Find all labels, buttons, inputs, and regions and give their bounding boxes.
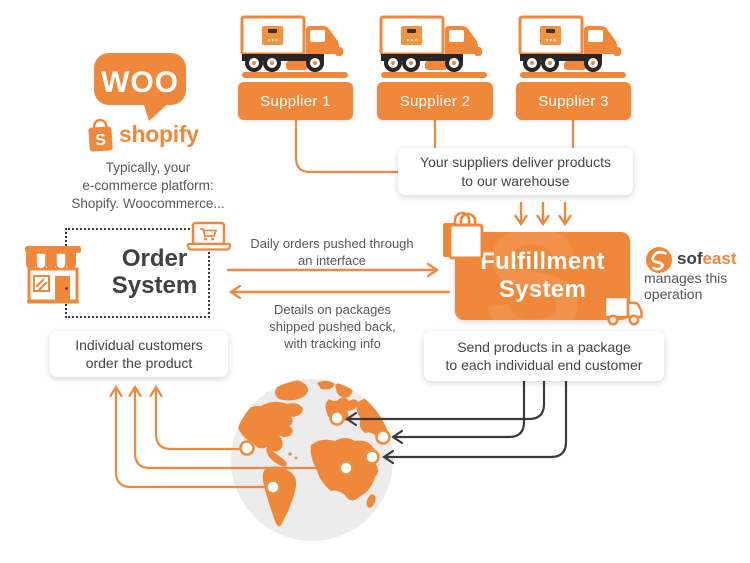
- suppliers-deliver-card: Your suppliers deliver products to our w…: [398, 148, 633, 195]
- laptop-cart-icon: [186, 221, 232, 251]
- fulfillment-system-line1: Fulfillment: [480, 247, 605, 275]
- shopify-wordmark: shopify: [119, 121, 199, 147]
- individual-customers-line2: order the product: [85, 355, 193, 371]
- supplier-3-box: Supplier 3: [516, 82, 631, 120]
- platform-note-line3: Shopify. Woocommerce...: [71, 195, 225, 211]
- shopify-bag-icon: S: [88, 118, 113, 152]
- order-system-line2: System: [111, 272, 198, 299]
- sofeast-caption-line2: operation: [644, 286, 703, 303]
- send-products-line1: Send products in a package: [457, 338, 631, 355]
- supplier-connector-lines: [294, 120, 575, 174]
- sofeast-word-orange: east: [702, 249, 737, 268]
- sofeast-caption: manages this operation: [644, 270, 748, 302]
- details-back-line3: with tracking info: [284, 336, 381, 352]
- globe-destination-nodes: [239, 410, 391, 495]
- supplier-1-label: Supplier 1: [260, 92, 331, 110]
- details-back-note: Details on packages shipped pushed back,…: [230, 301, 435, 352]
- daily-orders-line1: Daily orders pushed through: [250, 236, 414, 251]
- daily-orders-note: Daily orders pushed through an interface: [232, 235, 432, 269]
- supplier-2-label: Supplier 2: [399, 92, 471, 110]
- supplier-1-box: Supplier 1: [238, 82, 353, 120]
- order-system-box: Order System: [65, 228, 210, 318]
- details-back-line2: shipped pushed back,: [269, 319, 396, 335]
- sofeast-word-dark: sof: [677, 249, 703, 268]
- details-back-line1: Details on packages: [273, 302, 392, 317]
- suppliers-deliver-line2: to our warehouse: [461, 172, 570, 189]
- individual-customers-line1: Individual customers: [75, 336, 203, 353]
- woo-logo: WOO: [94, 53, 186, 121]
- order-system-line1: Order: [121, 245, 188, 273]
- supplier-truck-icon: [238, 9, 354, 79]
- supplier-truck-icon: [377, 9, 493, 79]
- daily-orders-line2: an interface: [298, 253, 366, 269]
- send-products-line2: to each individual end customer: [445, 357, 643, 373]
- shopify-bag-letter: S: [95, 132, 107, 150]
- customer-order-lines: [109, 384, 342, 489]
- woo-logo-text: WOO: [101, 66, 179, 99]
- suppliers-deliver-line1: Your suppliers deliver products: [420, 154, 611, 171]
- individual-customers-card: Individual customers order the product: [50, 331, 228, 377]
- sofeast-caption-line1: manages this: [644, 270, 728, 286]
- warehouse-down-arrows: [514, 201, 572, 227]
- sofeast-logo-icon: [646, 247, 672, 273]
- platform-note: Typically, your e-commerce platform: Sho…: [44, 159, 252, 212]
- platform-note-line1: Typically, your: [105, 160, 191, 175]
- interface-arrows: [226, 262, 451, 300]
- package-delivery-lines: [345, 378, 568, 465]
- delivery-truck-icon: [591, 295, 643, 326]
- sofeast-wordmark: sofeast: [677, 249, 737, 269]
- send-products-card: Send products in a package to each indiv…: [424, 331, 664, 381]
- shopping-bag-icon: [443, 211, 484, 260]
- storefront-icon: [25, 246, 81, 304]
- platform-note-line2: e-commerce platform:: [82, 177, 214, 193]
- supplier-truck-icon: [516, 9, 632, 79]
- supplier-3-label: Supplier 3: [538, 92, 609, 110]
- supplier-2-box: Supplier 2: [377, 82, 493, 120]
- fulfillment-system-line2: System: [498, 276, 587, 303]
